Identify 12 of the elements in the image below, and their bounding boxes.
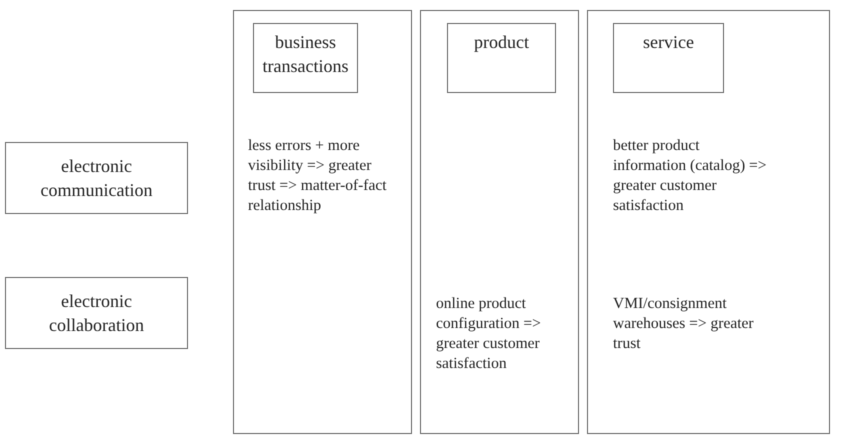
row-label: electronic collaboration: [5, 277, 188, 349]
cell-text: online product configuration => greater customer satisfaction: [436, 294, 542, 374]
column-header: product: [447, 23, 556, 93]
column-panel: [233, 10, 412, 434]
column-panel: [420, 10, 579, 434]
column-panel: [587, 10, 830, 434]
column-header: business transactions: [253, 23, 358, 93]
row-label: electronic communication: [5, 142, 188, 214]
cell-text: better product information (catalog) => greater customer satisfaction: [613, 136, 768, 216]
column-header: service: [613, 23, 724, 93]
cell-text: VMI/consignment warehouses => greater trust: [613, 294, 755, 354]
cell-text: less errors + more visibility => greater trust => matter-of-fact relationship: [248, 136, 388, 216]
